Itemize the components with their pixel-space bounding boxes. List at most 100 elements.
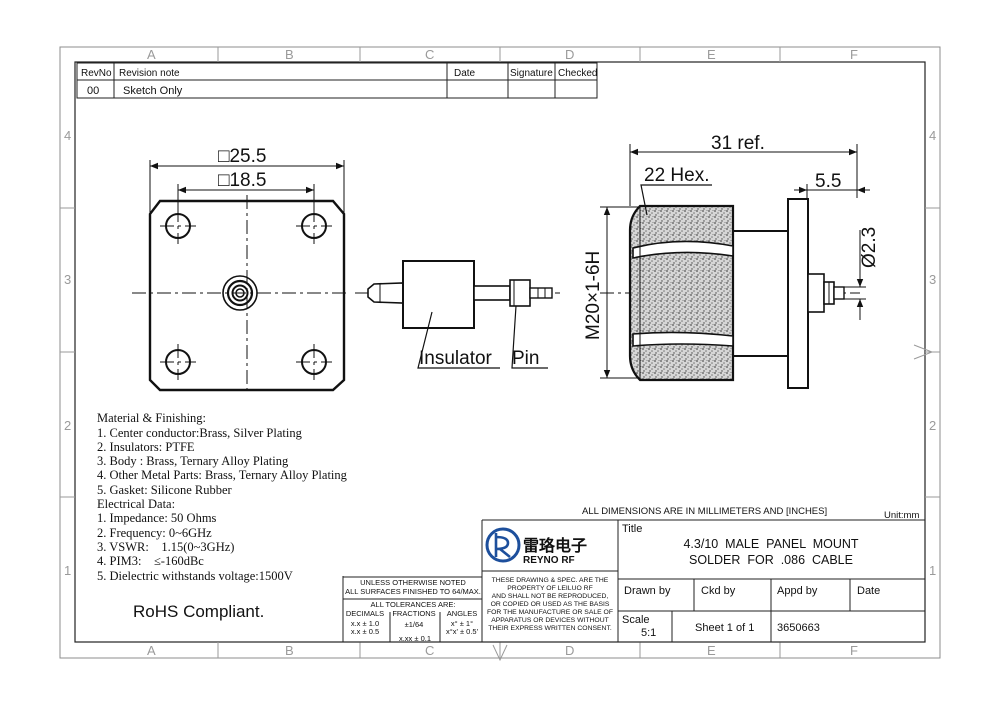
ckd-by-label: Ckd by — [701, 585, 736, 597]
zone-col-c-bottom: C — [425, 643, 434, 658]
zone-col-e-top: E — [707, 47, 716, 62]
tol-col-angles: ANGLES — [447, 609, 477, 618]
label-insulator: Insulator — [419, 348, 493, 369]
svg-text:PROPERTY OF LEILUO RF: PROPERTY OF LEILUO RF — [507, 585, 593, 592]
mount-hole — [301, 349, 327, 375]
zone-col-d-bottom: D — [565, 643, 574, 658]
zone-row-3-right: 3 — [929, 272, 936, 287]
rev-note: Sketch Only — [123, 85, 183, 97]
appd-by-label: Appd by — [777, 585, 818, 597]
dim-length: 31 ref. — [711, 133, 765, 154]
revision-table — [76, 62, 598, 99]
zone-col-b-bottom: B — [285, 643, 294, 658]
tol-all: ALL TOLERANCES ARE: — [371, 600, 456, 609]
mount-hole — [301, 213, 327, 239]
zone-row-1-right: 1 — [929, 563, 936, 578]
zone-col-a-bottom: A — [147, 643, 156, 658]
dim-pin-diameter: Ø2.3 — [859, 227, 880, 268]
drawn-by-label: Drawn by — [624, 585, 671, 597]
zone-row-4-right: 4 — [929, 128, 936, 143]
zone-row-3-left: 3 — [64, 272, 71, 287]
rohs-note: RoHS Compliant. — [133, 602, 264, 621]
tol-ang-2: x°x' ± 0.5' — [446, 627, 479, 636]
date-label: Date — [857, 585, 880, 597]
note-line: 2. Frequency: 0~6GHz — [97, 526, 212, 540]
note-line: 3. VSWR: 1.15(0~3GHz) — [97, 540, 234, 554]
tol-frac: ±1/64 — [405, 620, 424, 629]
unit-label: Unit:mm — [884, 510, 919, 521]
note-line: 4. Other Metal Parts: Brass, Ternary All… — [97, 468, 348, 482]
label-pin: Pin — [512, 348, 539, 369]
drawing-title-line-1: 4.3/10 MALE PANEL MOUNT — [683, 537, 858, 551]
tol-col-fractions: FRACTIONS — [392, 609, 435, 618]
property-note: THESE DRAWING & SPEC. ARE THE PROPERTY O… — [487, 577, 613, 632]
tol-dec-2: x.x ± 0.5 — [351, 627, 379, 636]
orientation-arrow-bottom-icon — [492, 644, 508, 662]
dim-thread: M20×1-6H — [583, 251, 604, 340]
dimensions-note: ALL DIMENSIONS ARE IN MILLIMETERS AND [I… — [582, 506, 827, 517]
logo-cn: 雷珞电子 — [523, 536, 587, 555]
drawing-title-line-2: SOLDER FOR .086 CABLE — [689, 553, 853, 567]
zone-col-e-bottom: E — [707, 643, 716, 658]
zone-col-d-top: D — [565, 47, 574, 62]
svg-text:APPARATUS OR DEVICES WITHOUT: APPARATUS OR DEVICES WITHOUT — [491, 617, 609, 624]
note-line: 4. PIM3: ≤-160dBc — [97, 554, 204, 568]
tol-col-decimals: DECIMALS — [346, 609, 384, 618]
dim-hex: 22 Hex. — [644, 165, 709, 186]
note-line: Electrical Data: — [97, 497, 175, 511]
tol-dec-1: x.x ± 1.0 — [351, 619, 379, 628]
part-number: 3650663 — [777, 622, 820, 634]
sheet-number: Sheet 1 of 1 — [695, 622, 754, 634]
title-block — [342, 519, 926, 643]
orientation-arrow-icon — [913, 344, 934, 360]
zone-ticks — [60, 47, 940, 658]
rev-header-checked: Checked — [558, 68, 597, 79]
note-line: 3. Body : Brass, Ternary Alloy Plating — [97, 454, 289, 468]
zone-row-2-right: 2 — [929, 418, 936, 433]
company-logo: 雷珞电子 REYNO RF — [485, 527, 587, 566]
tol-head-2: ALL SURFACES FINISHED TO 64/MAX. — [345, 587, 481, 596]
zone-col-f-bottom: F — [850, 643, 858, 658]
svg-text:THESE DRAWING & SPEC. ARE THE: THESE DRAWING & SPEC. ARE THE — [492, 577, 609, 584]
right-view — [600, 144, 870, 389]
tol-head-1: UNLESS OTHERWISE NOTED — [360, 578, 466, 587]
rev-header-signature: Signature — [510, 68, 553, 79]
mount-hole — [165, 213, 191, 239]
dim-flange-width: 5.5 — [815, 171, 841, 192]
zone-row-2-left: 2 — [64, 418, 71, 433]
rev-header-date: Date — [454, 68, 476, 79]
note-line: 1. Impedance: 50 Ohms — [97, 511, 217, 525]
scale-label: Scale — [622, 614, 650, 626]
note-line: 5. Gasket: Silicone Rubber — [97, 483, 233, 497]
note-line: 1. Center conductor:Brass, Silver Platin… — [97, 426, 303, 440]
mount-hole — [165, 349, 191, 375]
zone-row-4-left: 4 — [64, 128, 71, 143]
side-view — [355, 260, 560, 369]
tol-dec-3: x.xx ± 0.1 — [399, 634, 431, 643]
scale-value: 5:1 — [641, 627, 656, 639]
svg-text:FOR THE MANUFACTURE OR SALE OF: FOR THE MANUFACTURE OR SALE OF — [487, 609, 613, 616]
rev-header-note: Revision note — [119, 68, 180, 79]
dim-outer-square: □25.5 — [218, 146, 266, 167]
note-line: Material & Finishing: — [97, 411, 206, 425]
svg-text:AND SHALL NOT BE REPRODUCED,: AND SHALL NOT BE REPRODUCED, — [492, 593, 609, 600]
zone-col-c-top: C — [425, 47, 434, 62]
front-view: □25.5 □18.5 — [132, 146, 350, 394]
zone-col-f-top: F — [850, 47, 858, 62]
note-line: 5. Dielectric withstands voltage:1500V — [97, 569, 293, 583]
zone-col-a-top: A — [147, 47, 156, 62]
rev-number: 00 — [87, 85, 99, 97]
tol-ang-1: x° ± 1° — [451, 619, 473, 628]
notes-block: Material & Finishing: 1. Center conducto… — [97, 411, 348, 583]
dim-inner-square: □18.5 — [218, 170, 266, 191]
logo-en: REYNO RF — [523, 555, 575, 566]
zone-col-b-top: B — [285, 47, 294, 62]
title-gap — [342, 519, 482, 576]
zone-row-1-left: 1 — [64, 563, 71, 578]
title-label: Title — [622, 523, 642, 535]
rev-header-revno: RevNo — [81, 68, 112, 79]
svg-text:OR COPIED OR USED AS THE BASIS: OR COPIED OR USED AS THE BASIS — [491, 601, 610, 608]
svg-text:THEIR EXPRESS WRITTEN CONSENT.: THEIR EXPRESS WRITTEN CONSENT. — [488, 625, 612, 632]
note-line: 2. Insulators: PTFE — [97, 440, 195, 454]
